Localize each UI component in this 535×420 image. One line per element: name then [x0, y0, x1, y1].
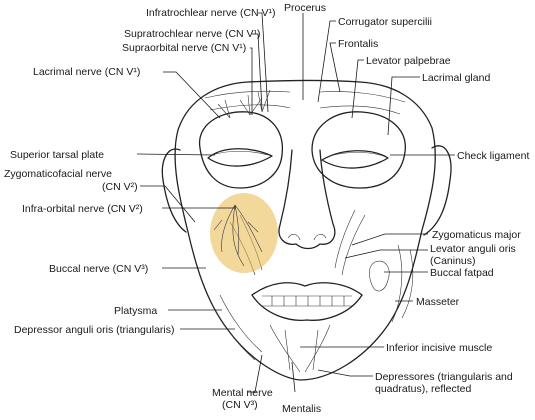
label-depressores-2: quadratus), reflected	[375, 383, 471, 395]
label-lacrimal-nerve: Lacrimal nerve (CN V¹)	[33, 66, 140, 78]
nose	[278, 149, 336, 250]
right-eyelid-line	[326, 152, 385, 158]
label-platysma: Platysma	[114, 305, 157, 317]
right-ear	[423, 145, 452, 236]
label-depressores-1: Depressores (triangularis and	[375, 371, 513, 383]
right-eye	[321, 150, 389, 169]
label-superior-tarsal: Superior tarsal plate	[10, 149, 104, 161]
label-corrugator: Corrugator supercilii	[338, 16, 432, 28]
infraorbital-highlight	[210, 193, 278, 273]
label-buccal-fatpad: Buccal fatpad	[430, 267, 494, 279]
masseter-outline	[391, 244, 414, 323]
label-mental-nerve-1: Mental nerve	[212, 387, 273, 399]
zygomatic-muscle-lines	[229, 209, 366, 276]
label-frontalis: Frontalis	[338, 38, 378, 50]
infraorbital-nerve-branches	[213, 204, 263, 267]
label-check-ligament: Check ligament	[457, 150, 529, 162]
platysma-lines	[209, 294, 263, 361]
leader-lines	[136, 12, 455, 393]
face-outline	[174, 79, 436, 381]
right-orbit	[311, 111, 406, 189]
lower-lip	[251, 294, 363, 321]
label-supratrochlear: Supratrochlear nerve (CN V¹)	[124, 28, 261, 40]
label-levator-anguli-1: Levator anguli oris	[430, 243, 516, 255]
label-procerus: Procerus	[284, 2, 326, 14]
teeth	[262, 295, 352, 307]
buccal-fatpad-shape	[369, 260, 390, 292]
label-mental-nerve-2: (CN V³)	[222, 399, 258, 411]
label-mentalis: Mentalis	[282, 403, 321, 415]
left-ear	[161, 148, 187, 233]
left-eye	[207, 148, 273, 167]
left-eyelid-line	[211, 150, 269, 156]
label-levator-palpebrae: Levator palpebrae	[366, 55, 451, 67]
label-levator-anguli-2: (Caninus)	[430, 255, 476, 267]
label-buccal-nerve: Buccal nerve (CN V³)	[49, 263, 148, 275]
left-orbit	[199, 111, 283, 189]
label-zygomaticofacial-2: (CN V²)	[102, 181, 138, 193]
frontalis-lines	[204, 90, 406, 115]
supraorbital-nerves	[217, 89, 271, 119]
nostrils	[287, 234, 327, 241]
label-zygomaticus-major: Zygomaticus major	[432, 229, 521, 241]
label-depressor-anguli: Depressor anguli oris (triangularis)	[14, 324, 174, 336]
label-infratrochlear: Infratrochlear nerve (CN V¹)	[146, 7, 276, 19]
labels: Infratrochlear nerve (CN V¹) Procerus Co…	[4, 2, 529, 415]
face-illustration	[161, 79, 452, 381]
label-zygomaticofacial-1: Zygomaticofacial nerve	[4, 168, 112, 180]
upper-lip	[251, 282, 363, 296]
label-inferior-incisive: Inferior incisive muscle	[386, 342, 492, 354]
label-supraorbital: Supraorbital nerve (CN V¹)	[122, 42, 246, 54]
label-infraorbital: Infra-orbital nerve (CN V²)	[22, 203, 143, 215]
chin-muscles	[269, 324, 331, 373]
label-lacrimal-gland: Lacrimal gland	[422, 72, 490, 84]
label-masseter: Masseter	[416, 296, 460, 308]
